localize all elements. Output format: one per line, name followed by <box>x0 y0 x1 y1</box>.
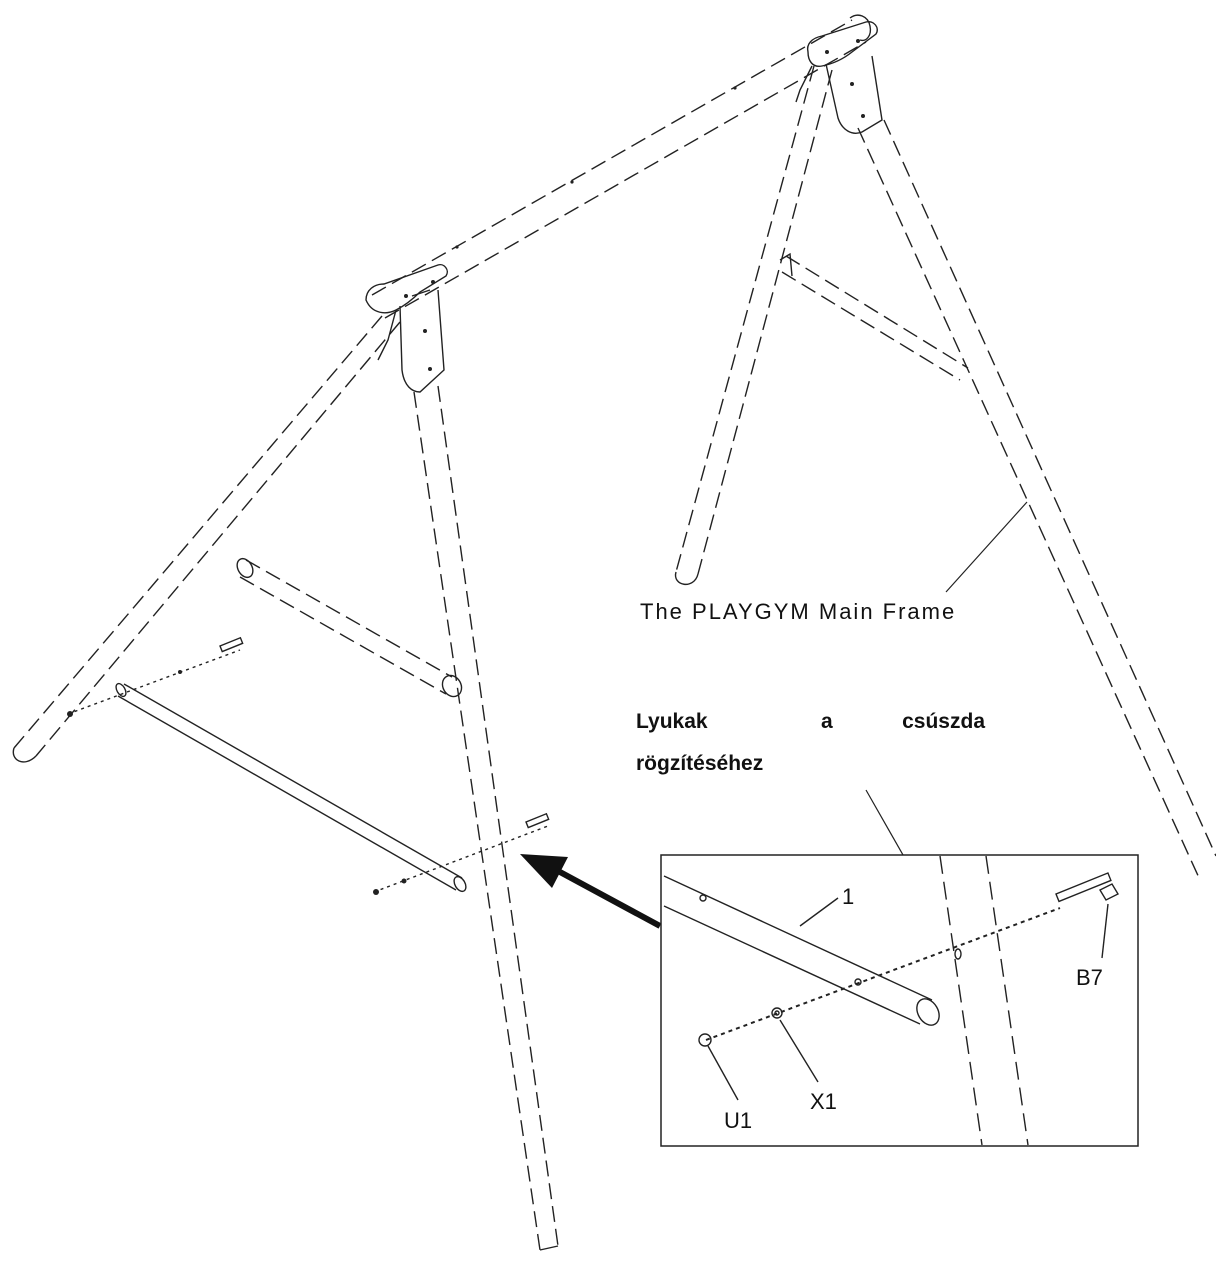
part-label-u1: U1 <box>724 1108 752 1133</box>
leader-x1 <box>779 1019 819 1083</box>
right-front-leg-foot <box>674 571 699 585</box>
holes-label-word-2: a <box>821 710 833 733</box>
right-front-leg <box>675 65 833 575</box>
part-label-b7: B7 <box>1076 965 1103 990</box>
detail-inset: 1 B7 X1 U1 <box>660 854 1139 1147</box>
beam-1 <box>115 682 467 893</box>
inset-hardware-line <box>705 907 1061 1041</box>
right-brace-end <box>779 252 793 277</box>
part-label-x1: X1 <box>810 1089 837 1114</box>
part-label-1: 1 <box>842 884 854 909</box>
washer-x1-hole <box>774 1010 780 1016</box>
small-nuts <box>67 670 407 895</box>
top-beam <box>371 19 867 319</box>
right-bracket-bolts <box>825 39 865 118</box>
left-front-leg-foot <box>12 747 37 763</box>
right-rear-leg <box>857 119 1216 881</box>
left-bracket <box>365 263 448 393</box>
right-cross-brace <box>781 255 969 381</box>
left-cross-brace <box>239 559 453 695</box>
leader-1 <box>799 897 839 927</box>
main-frame-label: The PLAYGYM Main Frame <box>640 599 956 624</box>
nut-u1 <box>698 1033 712 1047</box>
holes-label-word-1: Lyukak <box>636 710 708 733</box>
top-beam-end <box>849 14 872 42</box>
beam-holes <box>455 86 737 249</box>
leader-b7 <box>1101 903 1109 959</box>
inset-post <box>939 855 1029 1146</box>
insert-arrow <box>520 854 662 929</box>
left-front-leg <box>13 315 401 757</box>
small-bolts <box>219 636 550 829</box>
holes-label-line-2: rögzítéséhez <box>636 752 763 775</box>
hardware-line-lower <box>373 825 549 893</box>
left-bracket-bolts <box>404 280 435 371</box>
inset-beam <box>663 875 940 1026</box>
leader-u1 <box>707 1045 739 1101</box>
holes-label-word-3: csúszda <box>902 710 985 733</box>
beam-hole-2 <box>854 978 862 986</box>
left-brace-ends <box>236 557 463 698</box>
washer-x1 <box>771 1007 783 1019</box>
post-hole <box>954 948 962 960</box>
beam-hole-1 <box>699 894 707 902</box>
left-rear-leg <box>413 385 559 1251</box>
hardware-line-upper <box>67 649 241 715</box>
right-bracket <box>795 20 883 134</box>
main-frame-leader <box>945 501 1028 593</box>
bolt-b7 <box>1055 872 1119 903</box>
left-rear-leg-foot <box>539 1245 559 1251</box>
